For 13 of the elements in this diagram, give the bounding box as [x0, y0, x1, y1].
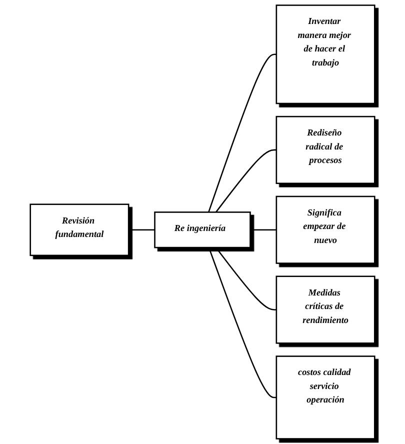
connector [128, 229, 155, 231]
connector [215, 149, 276, 213]
connector [250, 229, 276, 231]
connector [208, 54, 276, 212]
node-box: Medidas críticas de rendimiento [276, 276, 376, 344]
node-box: Revisión fundamental [30, 204, 130, 256]
node-box: Inventar manera mejor de hacer el trabajo [276, 4, 376, 104]
connector [215, 247, 276, 310]
node-box: Significa empezar de nuevo [276, 196, 376, 264]
node-box: costos calidad servicio operación [276, 356, 376, 440]
connector [208, 247, 276, 398]
node-box: Re ingeniería [154, 212, 251, 248]
node-box: Rediseño radical de procesos [276, 116, 376, 184]
